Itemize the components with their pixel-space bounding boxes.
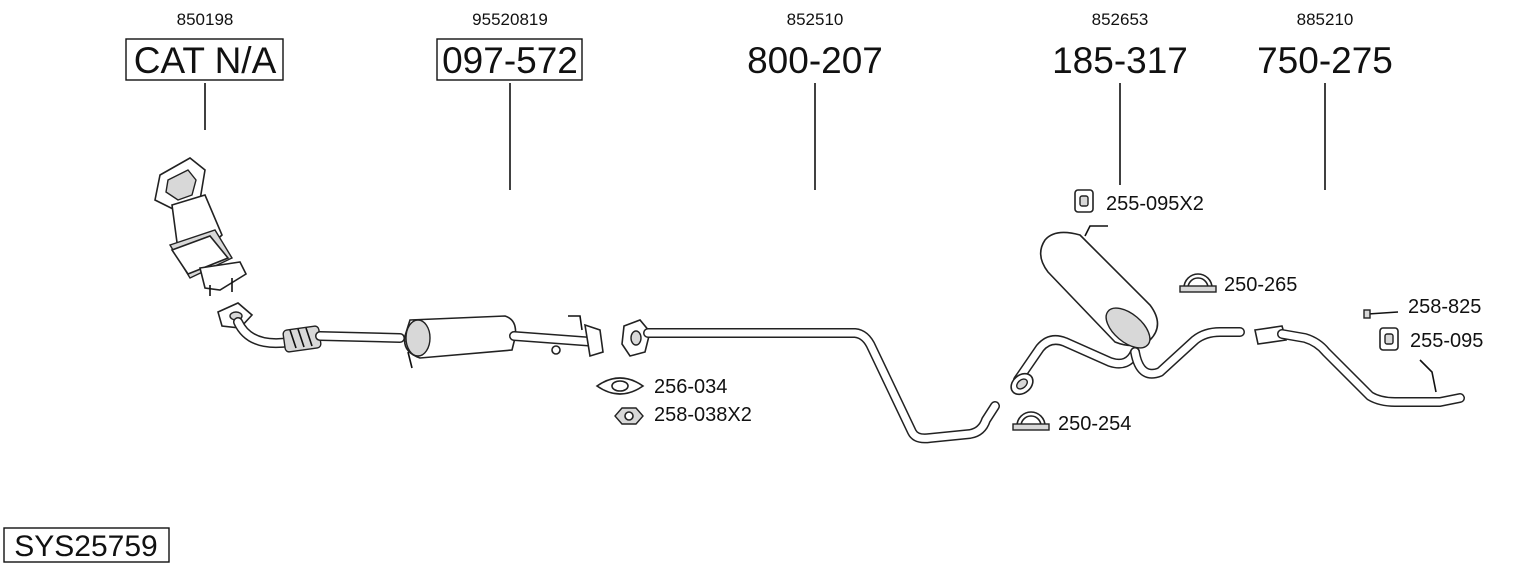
part-tail-pipe[interactable]: 885210 750-275 (1254, 10, 1465, 407)
accessory-clamp-lower[interactable]: 250-254 (1012, 411, 1131, 435)
part-code: 750-275 (1257, 40, 1393, 81)
system-id-label: SYS25759 (3, 527, 170, 563)
part-oem-number: 852653 (1092, 10, 1149, 29)
accessory-bolt[interactable]: 258-825 (1363, 296, 1481, 319)
part-centre-silencer[interactable]: 852653 185-317 (1007, 10, 1245, 399)
centre-silencer-drawing (1010, 225, 1245, 396)
part-code: 097-572 (442, 40, 578, 81)
accessory-code: 256-034 (654, 376, 727, 398)
rubber-hanger-icon (1074, 189, 1094, 213)
part-code-box (125, 38, 284, 81)
accessory-code: 258-825 (1408, 296, 1481, 318)
part-intermediate-pipe[interactable]: 852510 800-207 (621, 10, 1000, 444)
part-oem-number: 95520819 (472, 10, 548, 29)
accessory-nut[interactable]: 258-038X2 (614, 404, 752, 426)
part-oem-number: 885210 (1297, 10, 1354, 29)
catalytic-converter-drawing (154, 157, 248, 296)
accessory-gasket[interactable]: 256-034 (595, 376, 727, 398)
accessory-code: 250-254 (1058, 413, 1131, 435)
nut-icon (614, 407, 644, 425)
accessory-code: 250-265 (1224, 274, 1297, 296)
system-id: SYS25759 (14, 530, 157, 563)
front-silencer-drawing (217, 302, 604, 369)
part-code: 185-317 (1052, 40, 1188, 81)
part-code-box (436, 38, 583, 81)
part-catalytic-converter[interactable]: 850198 CAT N/A (125, 10, 284, 296)
intermediate-pipe-drawing (621, 319, 1000, 444)
accessory-hanger-top[interactable]: 255-095X2 (1074, 189, 1204, 215)
accessory-hanger-rear[interactable]: 255-095 (1379, 327, 1483, 352)
tail-pipe-drawing (1254, 325, 1465, 407)
accessory-code: 255-095X2 (1106, 193, 1204, 215)
u-clamp-icon (1179, 273, 1217, 293)
bolt-icon (1363, 309, 1399, 319)
part-front-silencer[interactable]: 95520819 097-572 (217, 10, 604, 369)
part-oem-number: 852510 (787, 10, 844, 29)
accessory-clamp-upper[interactable]: 250-265 (1179, 273, 1297, 296)
accessory-code: 255-095 (1410, 330, 1483, 352)
gasket-icon (595, 377, 645, 395)
part-oem-number: 850198 (177, 10, 234, 29)
part-code: CAT N/A (134, 40, 277, 81)
part-code: 800-207 (747, 40, 883, 81)
rubber-hanger-icon (1379, 327, 1399, 351)
u-clamp-icon (1012, 411, 1050, 431)
accessory-code: 258-038X2 (654, 404, 752, 426)
